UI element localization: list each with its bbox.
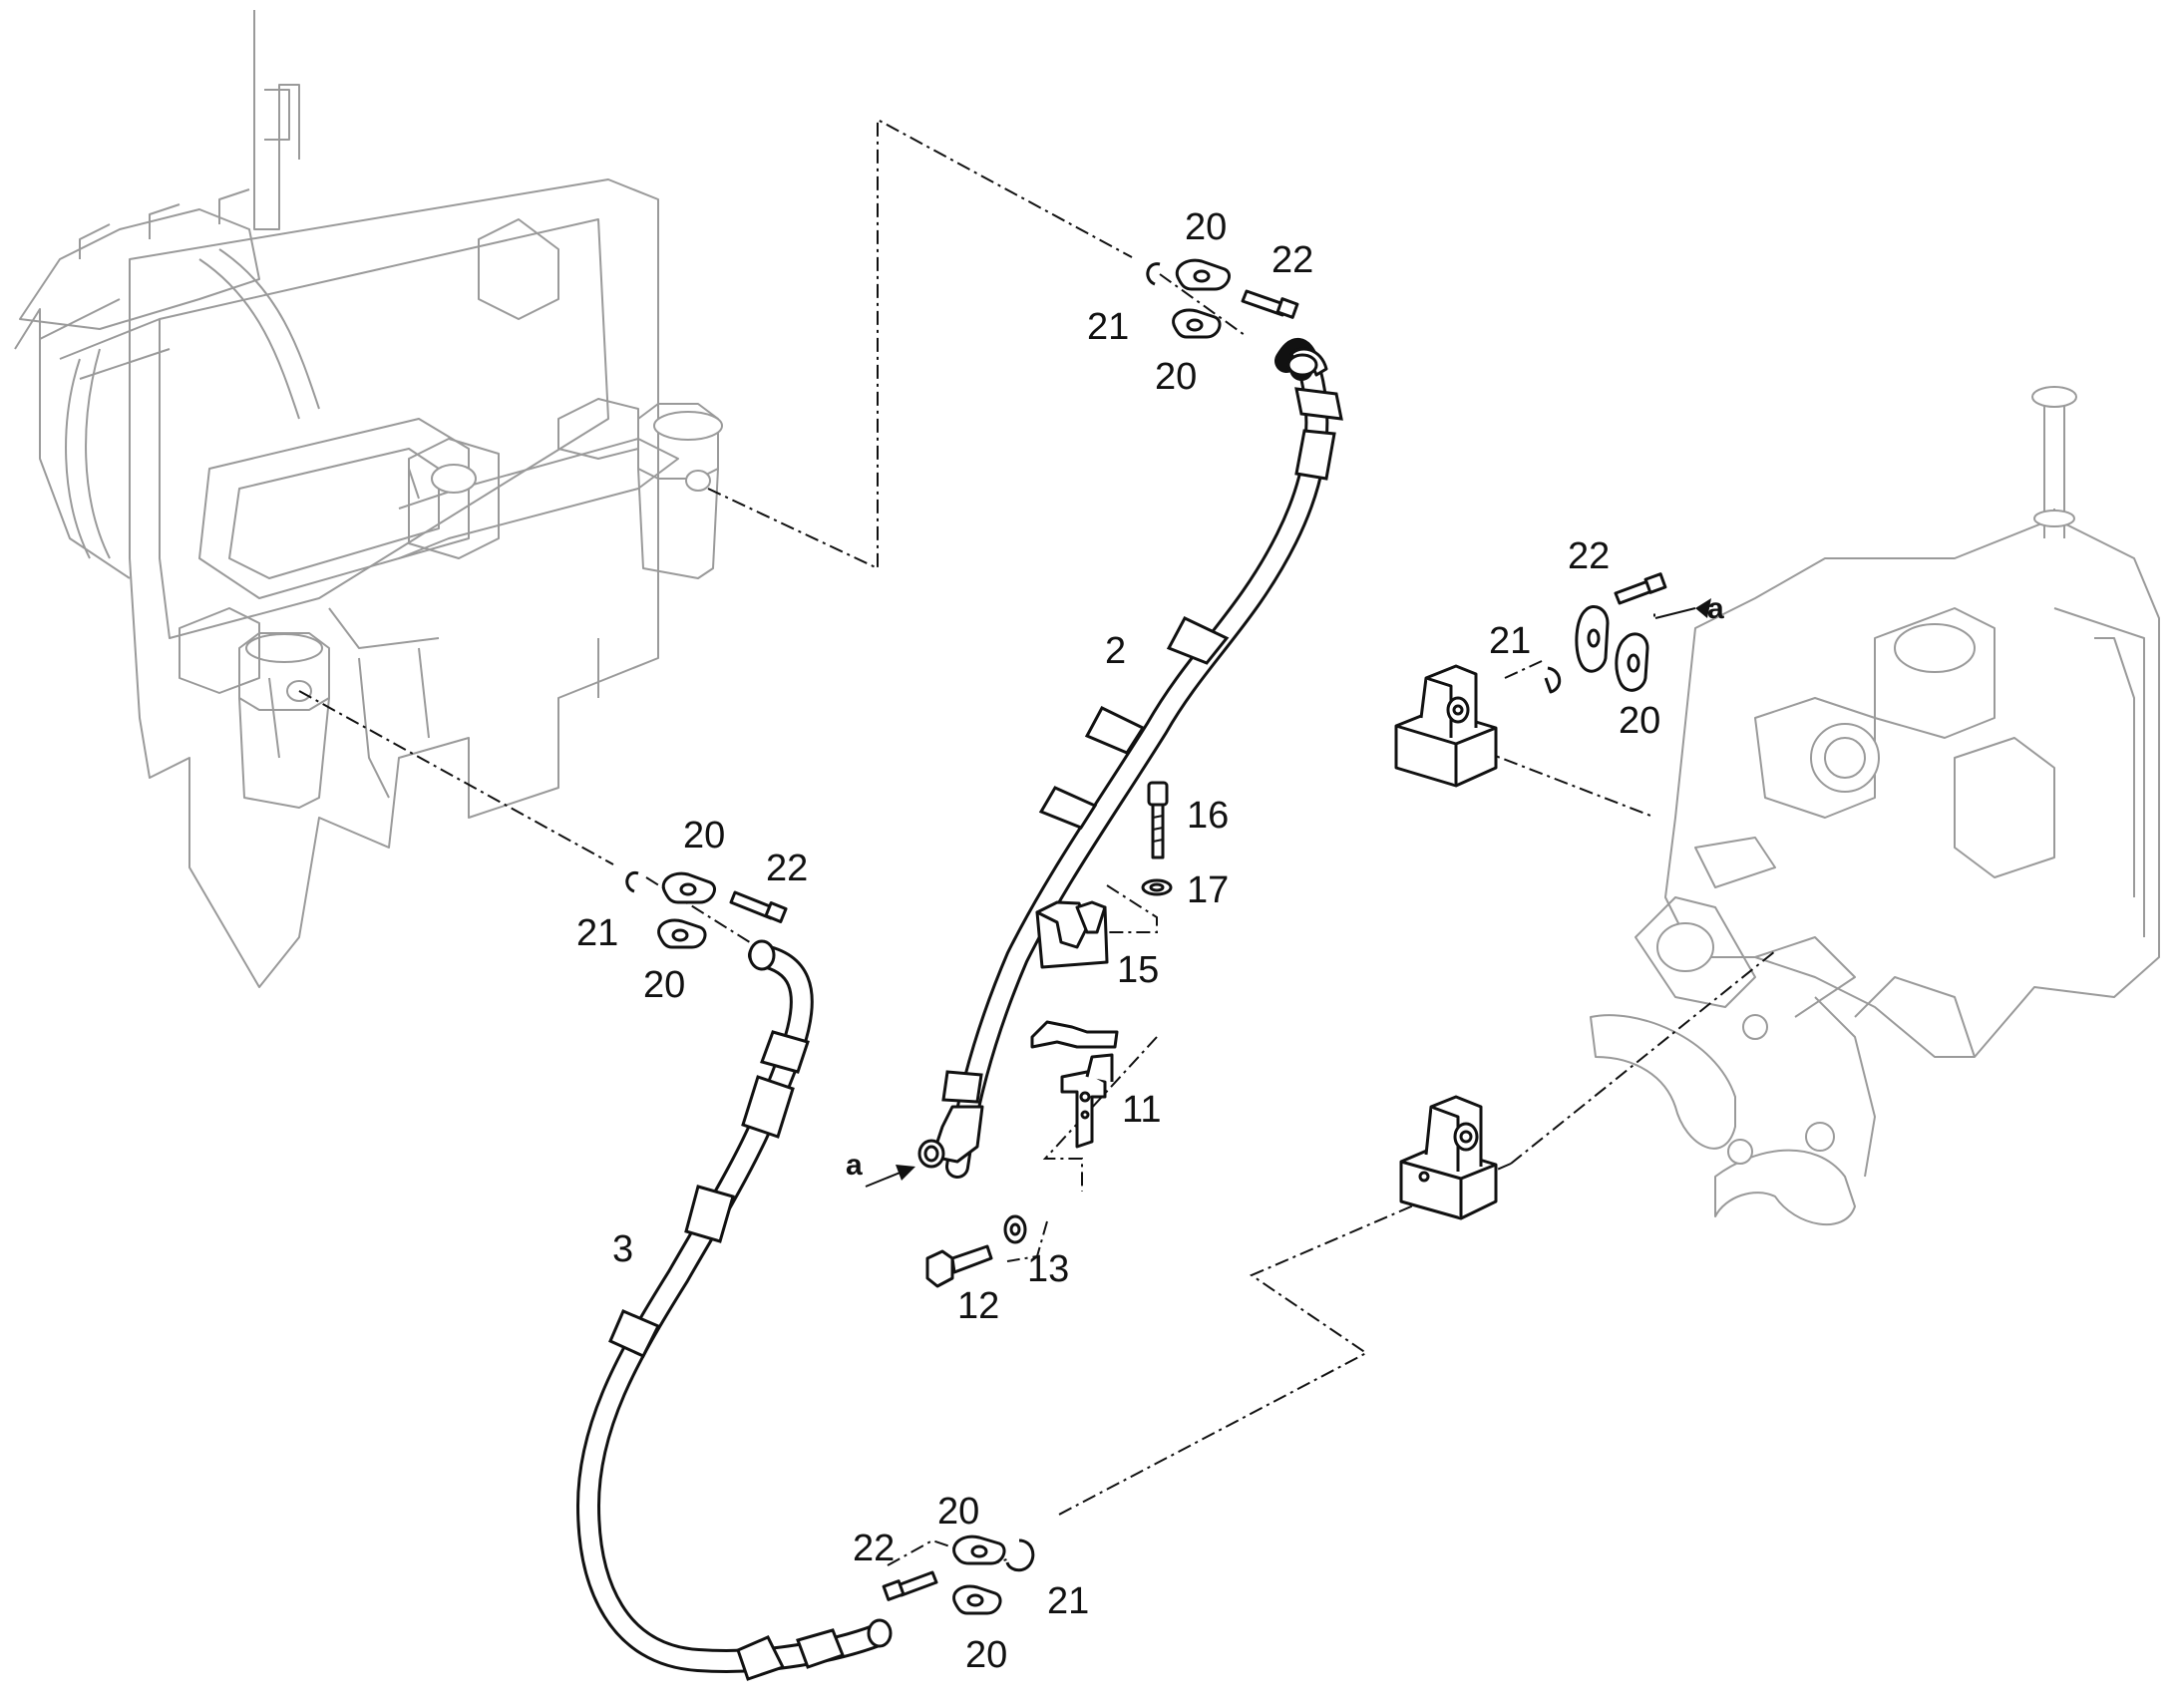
label-17: 17 (1187, 869, 1229, 911)
label-12: 12 (957, 1285, 999, 1327)
arrow-a-left (865, 1165, 915, 1188)
label-20-bottom-b: 20 (965, 1634, 1007, 1676)
hose-3 (576, 939, 893, 1681)
label-15: 15 (1117, 949, 1159, 991)
label-3: 3 (612, 1228, 633, 1270)
label-20-bottom-a: 20 (937, 1491, 979, 1533)
label-2: 2 (1105, 630, 1126, 672)
label-11: 11 (1122, 1089, 1161, 1131)
label-16: 16 (1187, 795, 1229, 837)
label-21-left: 21 (576, 912, 618, 954)
label-21-top: 21 (1087, 306, 1129, 348)
washer-17 (1141, 878, 1173, 896)
bolt-16 (1147, 781, 1169, 859)
label-21-right: 21 (1489, 620, 1531, 662)
leader-lines (298, 118, 1776, 1566)
mounting-block-upper (1394, 664, 1498, 788)
label-a-right: a (1707, 592, 1724, 625)
label-22-right: 22 (1568, 535, 1610, 577)
washer-13 (1003, 1214, 1027, 1244)
label-20-top-b: 20 (1155, 356, 1197, 398)
label-a-left: a (846, 1149, 863, 1182)
label-20-top-a: 20 (1185, 206, 1227, 248)
label-20-right: 20 (1619, 700, 1660, 742)
transmission-assembly (1590, 386, 2160, 1225)
label-22-bottom: 22 (853, 1528, 895, 1569)
label-22-top: 22 (1272, 239, 1313, 281)
fitting-group-left (625, 870, 788, 949)
callout-labels: 2 3 20 22 21 20 20 22 21 20 22 21 20 a 1… (576, 206, 1724, 1676)
fitting-group-bottom (882, 1535, 1035, 1615)
label-20-left-b: 20 (643, 964, 685, 1006)
mounting-block-lower (1399, 1095, 1498, 1220)
clamp-15 (1035, 900, 1109, 969)
bracket-11 (1030, 1020, 1119, 1149)
engine-frame-assembly (14, 10, 723, 988)
hose-2 (917, 338, 1343, 1179)
label-20-left-a: 20 (683, 815, 725, 856)
fitting-group-top (1146, 258, 1299, 339)
label-13: 13 (1027, 1248, 1069, 1290)
label-21-bottom: 21 (1047, 1580, 1089, 1622)
bolt-12 (925, 1244, 993, 1288)
label-22-left: 22 (766, 848, 808, 889)
fitting-group-right (1544, 572, 1711, 694)
